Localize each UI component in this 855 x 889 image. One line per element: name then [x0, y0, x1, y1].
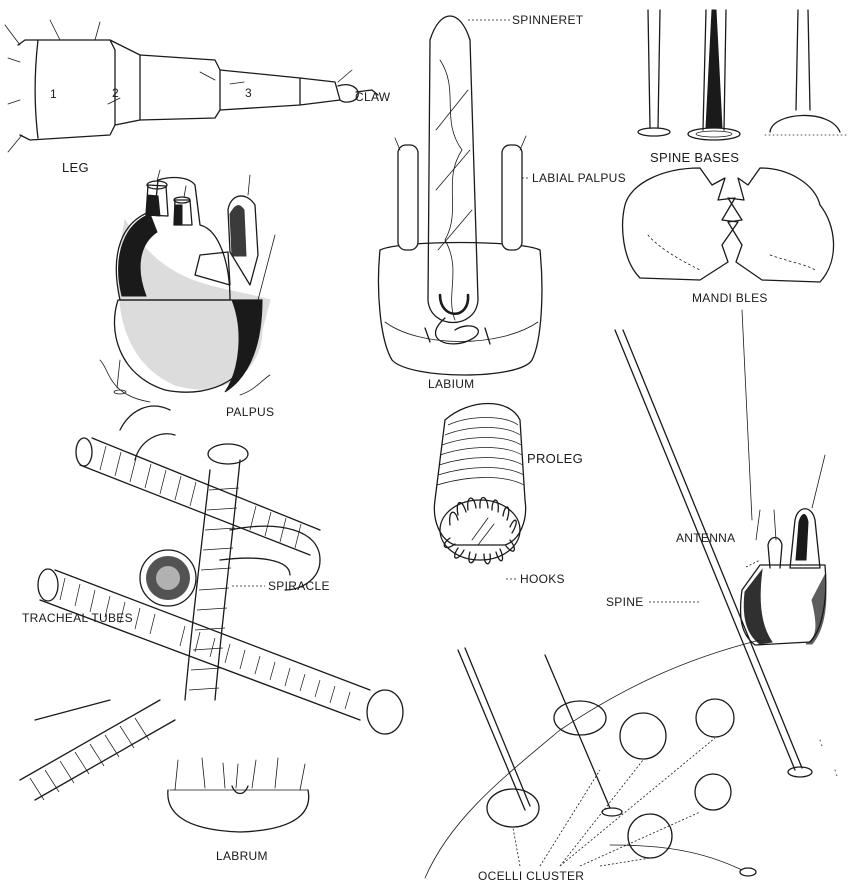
tracheal-tubes-drawing: [20, 406, 403, 800]
label-hooks: HOOKS: [520, 572, 565, 586]
label-spiracle: SPIRACLE: [268, 579, 330, 593]
leg-drawing: 1 2 3: [5, 20, 378, 152]
leg-segment-3: 3: [245, 86, 252, 100]
proleg-drawing: [434, 404, 525, 564]
label-labrum: LABRUM: [216, 849, 268, 863]
leg-segment-2: 2: [112, 86, 119, 100]
antenna-drawing: [741, 455, 826, 645]
label-labial-palpus: LABIAL PALPUS: [532, 171, 626, 185]
labrum-drawing: [168, 758, 309, 832]
label-proleg: PROLEG: [527, 451, 583, 466]
mandibles-drawing: [623, 168, 834, 282]
leader-antenna: [746, 560, 760, 567]
labium-drawing: [379, 16, 542, 375]
ocelli-cluster-drawing: [425, 640, 837, 878]
label-leg: LEG: [62, 160, 89, 175]
palpus-drawing: [100, 170, 275, 402]
label-palpus: PALPUS: [226, 405, 274, 419]
label-mandibles: MANDI BLES: [692, 291, 768, 305]
label-ocelli-cluster: OCELLI CLUSTER: [478, 869, 584, 883]
label-claw: CLAW: [355, 90, 391, 104]
label-spine-bases: SPINE BASES: [650, 150, 739, 165]
spine-bases-drawing: [638, 10, 848, 140]
label-tracheal-tubes: TRACHEAL TUBES: [22, 611, 133, 625]
leg-segment-1: 1: [50, 87, 57, 101]
label-spinneret: SPINNERET: [512, 13, 584, 27]
label-spine: SPINE: [606, 595, 644, 609]
label-labium: LABIUM: [428, 377, 474, 391]
